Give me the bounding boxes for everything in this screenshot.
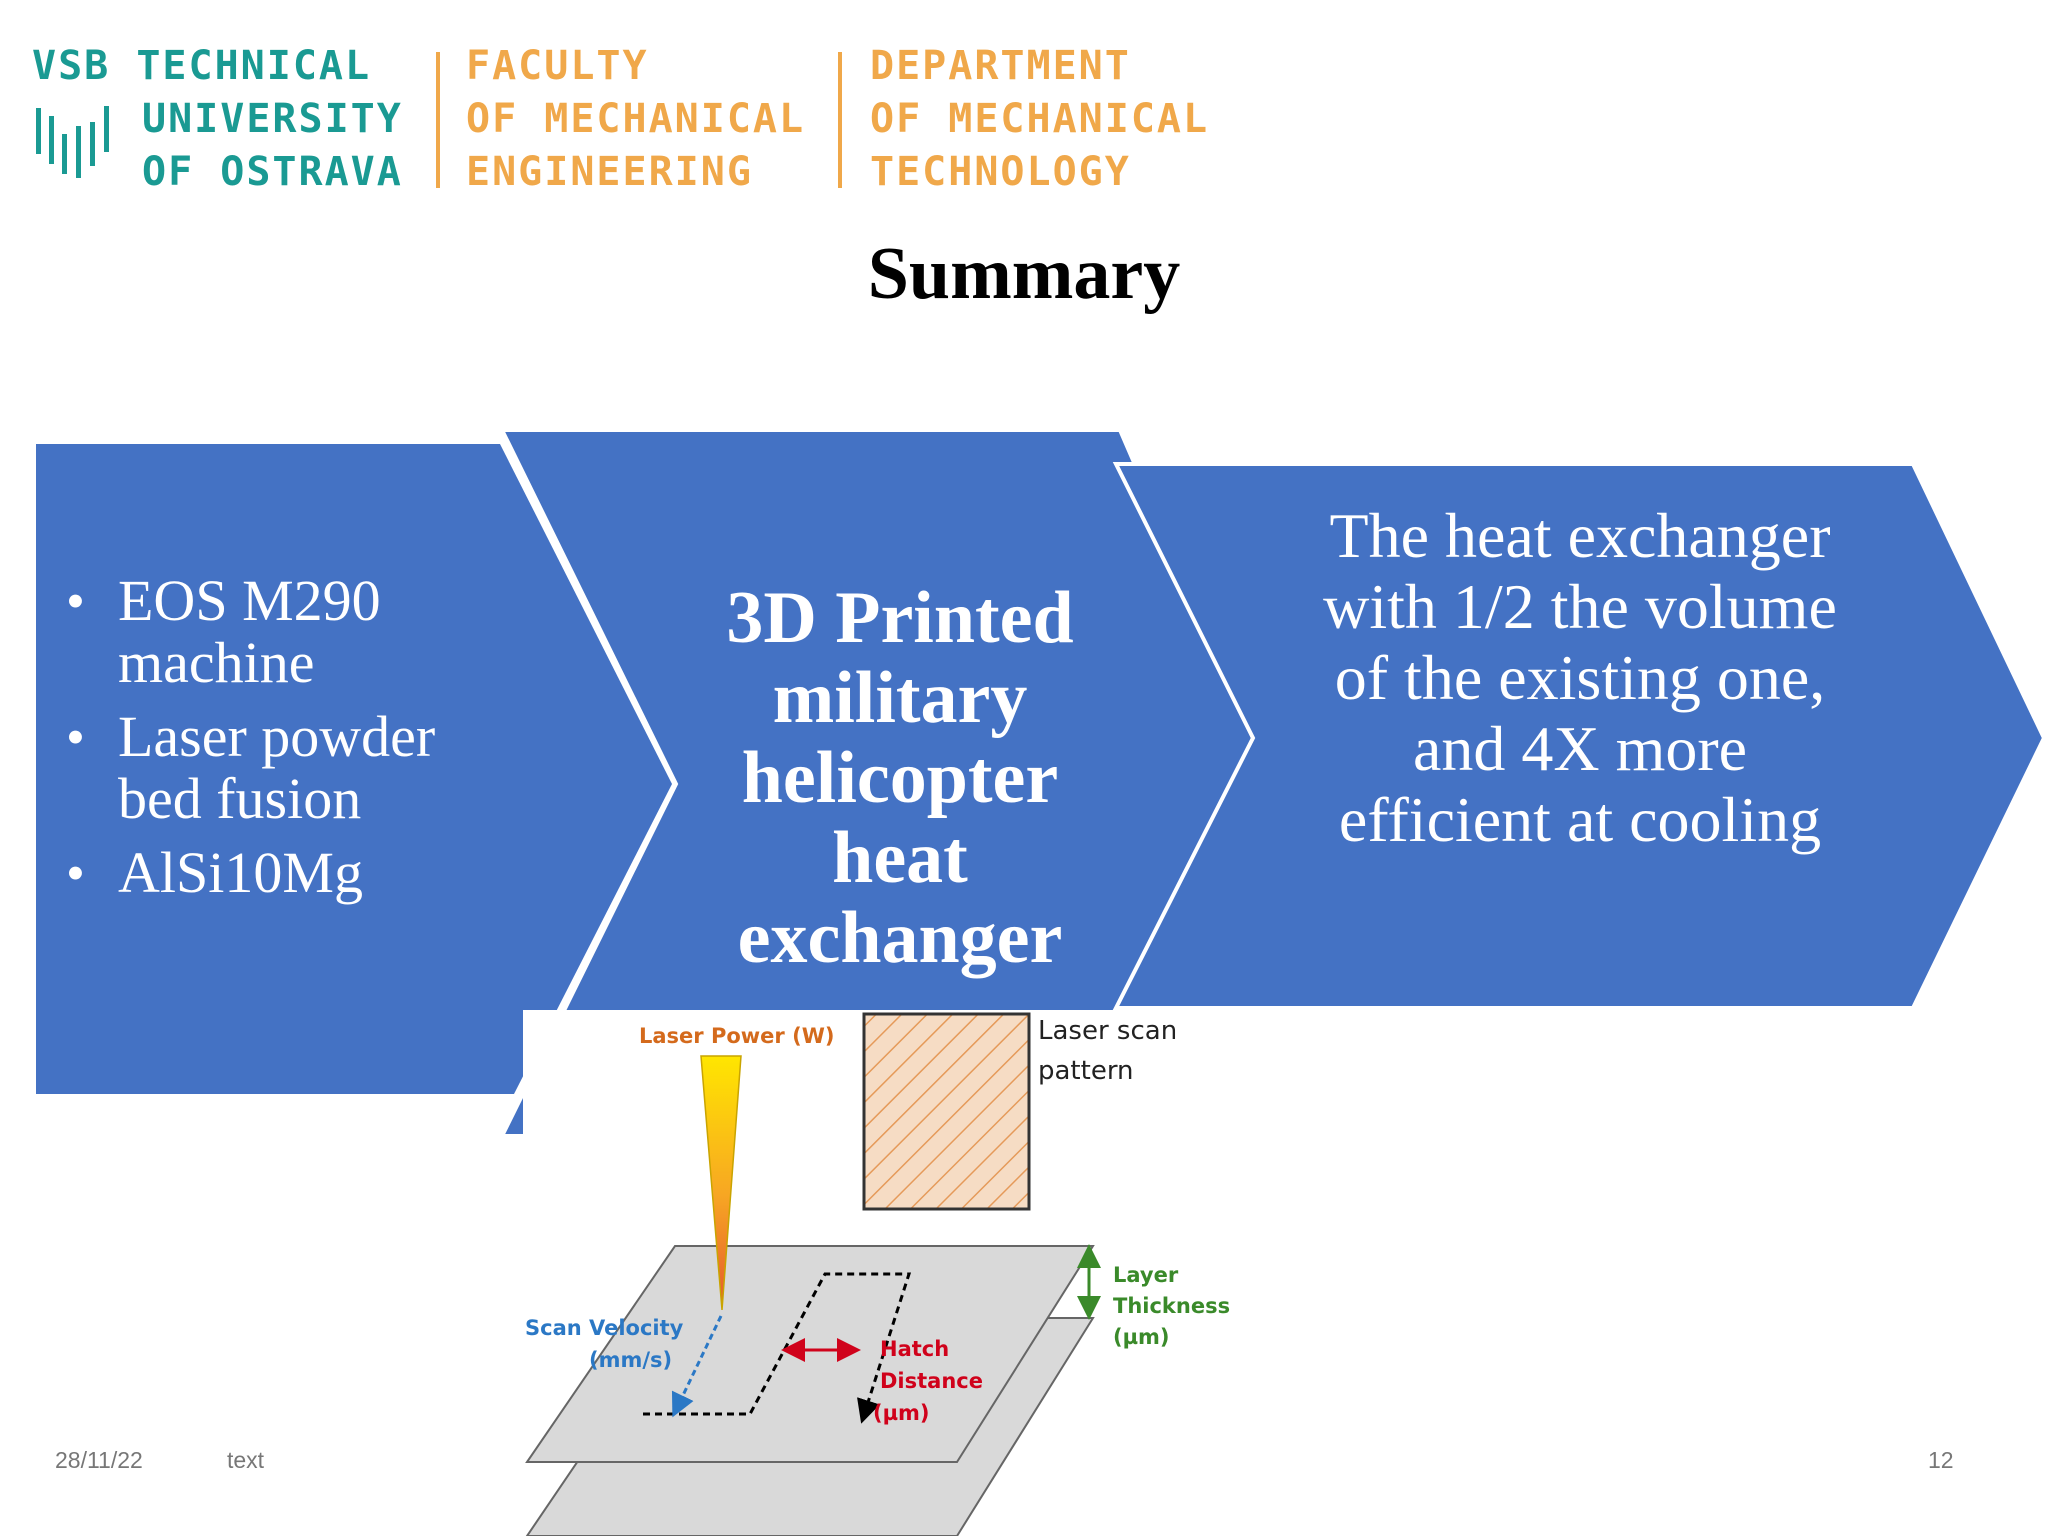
- hatch-distance-label: Hatch Distance (µm): [873, 1337, 990, 1425]
- result-line: and 4X more: [1412, 713, 1748, 784]
- result-line: with 1/2 the volume: [1323, 571, 1837, 642]
- laser-power-label: Laser Power (W): [639, 1024, 834, 1048]
- bullet-item: EOS M290 machine: [60, 570, 500, 694]
- result-description: The heat exchanger with 1/2 the volume o…: [1240, 500, 1920, 855]
- department-line-2: OF MECHANICAL: [870, 96, 1210, 142]
- laser-beam-icon: [700, 1055, 742, 1311]
- product-title: 3D Printed military helicopter heat exch…: [640, 578, 1160, 978]
- slide-title: Summary: [867, 233, 1181, 315]
- vsb-bars-icon: [36, 106, 109, 178]
- scan-pattern-label: Laser scan pattern: [1038, 1016, 1185, 1086]
- faculty-line-2: OF MECHANICAL: [466, 96, 806, 142]
- page-number: 12: [1928, 1447, 1954, 1473]
- university-name-line-3: OF OSTRAVA: [142, 149, 403, 195]
- faculty-line-3: ENGINEERING: [466, 149, 753, 195]
- footer-text: text: [227, 1447, 265, 1473]
- scan-path: [643, 1272, 912, 1424]
- scan-velocity-label: Scan Velocity (mm/s): [525, 1316, 691, 1372]
- department-line-1: DEPARTMENT: [870, 43, 1131, 89]
- machine-bullet-list: EOS M290 machine Laser powder bed fusion…: [60, 570, 500, 916]
- bullet-item: AlSi10Mg: [60, 842, 500, 905]
- header-divider-2: [838, 52, 842, 188]
- result-line: efficient at cooling: [1338, 784, 1822, 855]
- university-name-line-2: UNIVERSITY: [142, 96, 403, 142]
- product-title-line: exchanger: [737, 897, 1063, 979]
- lpbf-parameter-diagram: Laser Power (W) Laser scan pattern Layer…: [523, 1010, 1250, 1536]
- footer-date: 28/11/22: [55, 1447, 143, 1473]
- scan-pattern-box: [862, 1012, 1031, 1211]
- right-chevron: [1112, 462, 2047, 1010]
- product-title-line: helicopter: [741, 737, 1059, 819]
- product-title-line: heat: [832, 817, 968, 899]
- university-name-line-1: VSB TECHNICAL: [32, 43, 372, 89]
- bullet-item: Laser powder bed fusion: [60, 706, 500, 830]
- faculty-line-1: FACULTY: [466, 43, 649, 89]
- layer-thickness-label: Layer Thickness (µm): [1113, 1263, 1237, 1349]
- scan-velocity-arrow: [671, 1315, 723, 1418]
- header-divider-1: [436, 52, 440, 188]
- result-line: The heat exchanger: [1329, 500, 1831, 571]
- product-title-line: military: [772, 657, 1028, 739]
- product-title-line: 3D Printed: [726, 577, 1074, 659]
- department-line-3: TECHNOLOGY: [870, 149, 1131, 195]
- result-line: of the existing one,: [1334, 642, 1826, 713]
